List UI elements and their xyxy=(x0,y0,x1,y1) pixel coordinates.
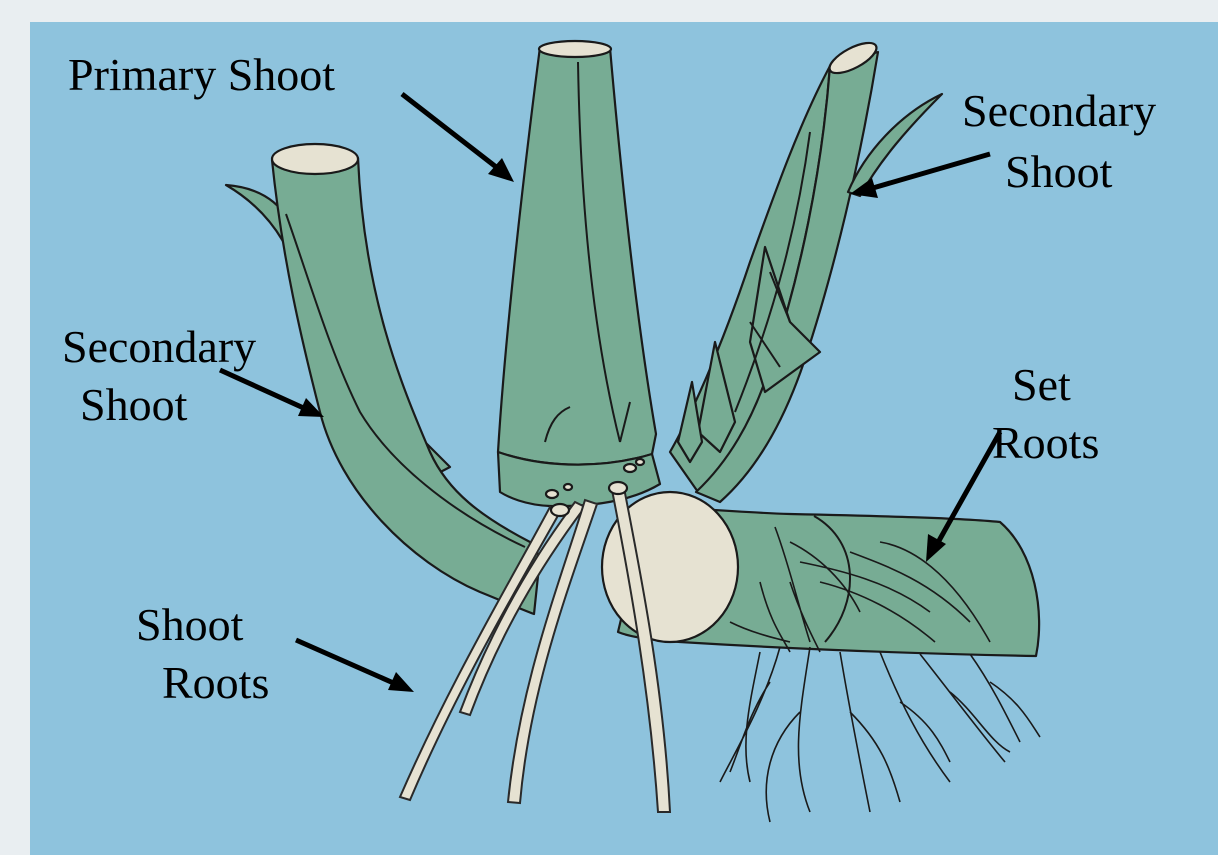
shoot-root-base-2 xyxy=(609,482,627,494)
label-shoot-roots-line1: Shoot xyxy=(136,599,244,650)
root-primordium-4 xyxy=(636,459,644,465)
root-primordium-1 xyxy=(546,490,558,498)
sugarcane-diagram: Primary Shoot Secondary Shoot Secondary … xyxy=(30,22,1218,855)
label-secondary-shoot-left-line1: Secondary xyxy=(62,321,256,372)
label-set-roots-line2: Roots xyxy=(992,417,1099,468)
label-set-roots-line1: Set xyxy=(1012,359,1071,410)
root-primordium-2 xyxy=(564,484,572,490)
left-shoot-cut-top xyxy=(272,144,358,174)
shoot-root-base-1 xyxy=(551,504,569,516)
label-secondary-shoot-right-line1: Secondary xyxy=(962,85,1156,136)
diagram-panel: Primary Shoot Secondary Shoot Secondary … xyxy=(30,22,1218,855)
root-primordium-3 xyxy=(624,464,636,472)
label-shoot-roots-line2: Roots xyxy=(162,657,269,708)
label-secondary-shoot-left-line2: Shoot xyxy=(80,379,188,430)
label-primary-shoot: Primary Shoot xyxy=(68,49,335,100)
label-secondary-shoot-right-line2: Shoot xyxy=(1005,146,1113,197)
primary-shoot-cut-top xyxy=(539,41,611,57)
